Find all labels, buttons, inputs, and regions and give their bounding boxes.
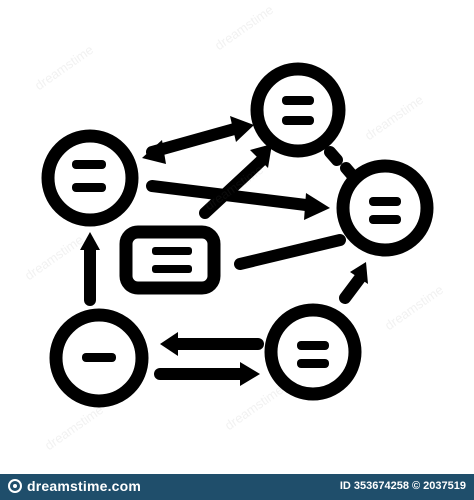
arrow-br-right-shaft bbox=[339, 272, 366, 304]
arrowhead-tl-tr-left bbox=[142, 140, 166, 164]
node-right bbox=[336, 159, 434, 257]
arrowhead-tl-right bbox=[304, 193, 330, 220]
arrow-tl-right-shaft bbox=[146, 180, 320, 212]
line-center-right bbox=[234, 234, 346, 270]
node-bottom-left-bar bbox=[82, 353, 116, 362]
node-top-left bbox=[41, 129, 139, 227]
stock-footer-bar: dreamstime.com ID 353674258 © 2037519 bbox=[0, 474, 474, 500]
arrowhead-tl-tr-right bbox=[230, 116, 254, 142]
dash-tr-right-1 bbox=[324, 146, 343, 166]
icon-canvas: dreamstime dreamstime dreamstime dreamst… bbox=[22, 2, 446, 453]
node-top-right-bar-1 bbox=[282, 96, 314, 105]
network-connections-icon bbox=[41, 62, 434, 408]
arrowhead-br-right bbox=[350, 262, 368, 284]
arrow-tl-tr-shaft bbox=[146, 122, 244, 158]
node-center-box bbox=[119, 225, 221, 295]
image-id-text: ID 353674258 © 2037519 bbox=[339, 480, 466, 492]
arrowhead-br-bl bbox=[160, 332, 178, 356]
arrowhead-bl-br bbox=[240, 362, 260, 386]
node-center-bar-2 bbox=[152, 265, 192, 273]
node-bottom-right-bar-2 bbox=[297, 359, 329, 368]
arrowhead-cross-tr bbox=[250, 144, 272, 168]
arrow-cross-tr-shaft bbox=[199, 154, 268, 219]
logo-text: dreamstime.com bbox=[27, 478, 142, 494]
node-bottom-left bbox=[49, 308, 149, 408]
node-top-right-bar-2 bbox=[282, 116, 314, 125]
node-bottom-right-bar-1 bbox=[297, 341, 329, 350]
node-bottom-right bbox=[264, 303, 362, 401]
arrowhead-bl-tl bbox=[80, 232, 100, 250]
logo-icon bbox=[8, 479, 22, 493]
node-center-bar-1 bbox=[152, 247, 192, 255]
stock-logo[interactable]: dreamstime.com bbox=[8, 478, 141, 494]
node-top-right bbox=[250, 62, 346, 158]
dash-tr-right-2 bbox=[340, 162, 358, 181]
node-top-left-bar-2 bbox=[72, 183, 106, 192]
node-top-left-bar-1 bbox=[72, 160, 106, 169]
node-right-bar-1 bbox=[369, 197, 401, 206]
node-right-bar-2 bbox=[369, 215, 401, 224]
